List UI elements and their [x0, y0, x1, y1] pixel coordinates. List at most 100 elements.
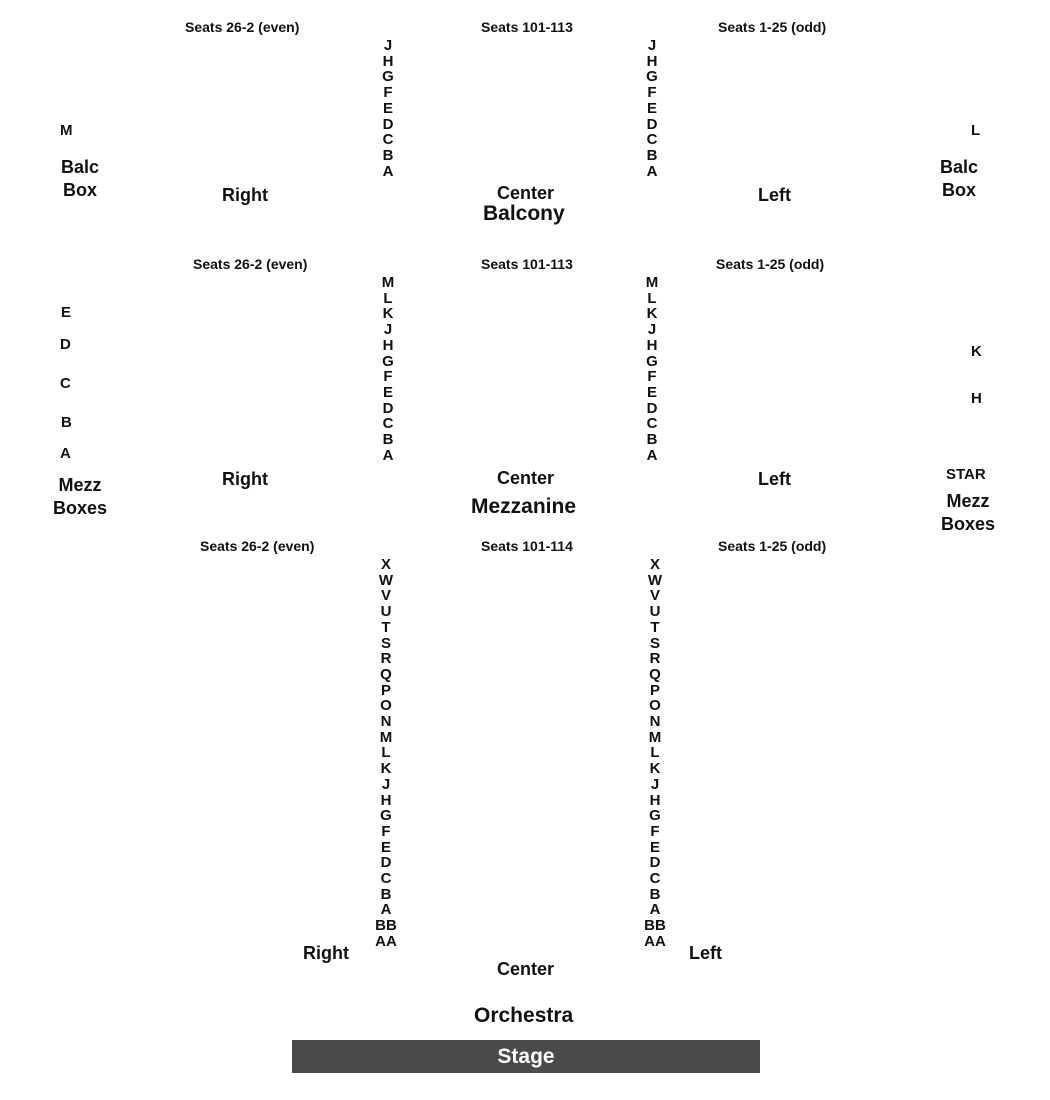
row-label[interactable]: R	[380, 650, 392, 668]
row-label[interactable]: S	[649, 634, 660, 652]
row-label[interactable]: H	[382, 52, 394, 70]
mezz-box-left-row-b[interactable]: B	[61, 414, 72, 431]
row-label[interactable]: K	[380, 760, 392, 778]
row-label[interactable]: C	[382, 415, 394, 433]
row-label[interactable]: F	[647, 84, 657, 102]
row-label[interactable]: P	[649, 681, 660, 699]
mezzanine-left-section[interactable]: Left	[758, 469, 791, 489]
row-label[interactable]: B	[646, 146, 658, 164]
row-label[interactable]: A	[649, 901, 661, 919]
row-label[interactable]: G	[649, 807, 661, 825]
row-label[interactable]: C	[646, 131, 658, 149]
row-label[interactable]: L	[383, 289, 393, 307]
row-label[interactable]: J	[381, 775, 391, 793]
row-label[interactable]: M	[379, 728, 393, 746]
row-label[interactable]: V	[380, 587, 391, 605]
row-label[interactable]: C	[380, 870, 392, 888]
row-label[interactable]: E	[649, 838, 660, 856]
row-label[interactable]: C	[649, 870, 661, 888]
row-label[interactable]: U	[380, 603, 392, 621]
row-label[interactable]: D	[646, 115, 658, 133]
row-label[interactable]: G	[382, 352, 394, 370]
balcony-right-section[interactable]: Right	[222, 185, 268, 205]
row-label[interactable]: J	[650, 775, 660, 793]
row-label[interactable]: Q	[380, 665, 392, 683]
mezz-box-right-row-star[interactable]: STAR	[946, 466, 986, 483]
mezz-boxes-right[interactable]: Mezz Boxes	[938, 490, 998, 536]
row-label[interactable]: E	[646, 383, 657, 401]
row-label[interactable]: BB	[375, 917, 397, 935]
row-label[interactable]: J	[383, 321, 393, 339]
row-label[interactable]: D	[649, 854, 661, 872]
balcony-left-section[interactable]: Left	[758, 185, 791, 205]
row-label[interactable]: D	[646, 399, 658, 417]
row-label[interactable]: L	[381, 744, 391, 762]
row-label[interactable]: O	[649, 697, 661, 715]
row-label[interactable]: M	[648, 728, 662, 746]
row-label[interactable]: M	[381, 274, 395, 291]
row-label[interactable]: R	[649, 650, 661, 668]
row-label[interactable]: B	[649, 885, 661, 903]
row-label[interactable]: N	[649, 713, 661, 731]
row-label[interactable]: T	[381, 618, 391, 636]
mezzanine-center-section[interactable]: Center	[497, 468, 555, 488]
row-label[interactable]: L	[650, 744, 660, 762]
row-label[interactable]: J	[383, 37, 393, 54]
row-label[interactable]: P	[380, 681, 391, 699]
row-label[interactable]: W	[378, 571, 394, 589]
row-label[interactable]: G	[382, 68, 394, 86]
row-label[interactable]: H	[646, 336, 658, 354]
row-label[interactable]: B	[646, 431, 658, 449]
row-label[interactable]: X	[380, 556, 391, 573]
row-label[interactable]: K	[646, 305, 658, 323]
balcony-box-left[interactable]: Balc Box	[58, 156, 102, 202]
row-label[interactable]: A	[646, 446, 658, 464]
mezz-boxes-left[interactable]: Mezz Boxes	[50, 474, 110, 520]
row-label[interactable]: X	[649, 556, 660, 573]
orchestra-right-section[interactable]: Right	[303, 943, 349, 963]
row-label[interactable]: N	[380, 713, 392, 731]
row-label[interactable]: L	[647, 289, 657, 307]
mezzanine-right-section[interactable]: Right	[222, 469, 268, 489]
row-label[interactable]: A	[380, 901, 392, 919]
row-label[interactable]: F	[650, 822, 660, 840]
balcony-box-right[interactable]: Balc Box	[937, 156, 981, 202]
row-label[interactable]: J	[647, 321, 657, 339]
row-label[interactable]: B	[382, 431, 394, 449]
mezz-box-left-row-e[interactable]: E	[61, 304, 72, 321]
row-label[interactable]: BB	[644, 917, 666, 935]
row-label[interactable]: Q	[649, 665, 661, 683]
row-label[interactable]: A	[646, 162, 658, 180]
row-label[interactable]: W	[647, 571, 663, 589]
row-label[interactable]: F	[647, 368, 657, 386]
row-label[interactable]: H	[646, 52, 658, 70]
row-label[interactable]: T	[650, 618, 660, 636]
orchestra-left-section[interactable]: Left	[689, 943, 722, 963]
row-label[interactable]: O	[380, 697, 392, 715]
row-label[interactable]: E	[646, 99, 657, 117]
row-label[interactable]: A	[382, 446, 394, 464]
row-label[interactable]: D	[382, 399, 394, 417]
row-label[interactable]: D	[380, 854, 392, 872]
orchestra-center-section[interactable]: Center	[497, 959, 555, 979]
row-label[interactable]: M	[645, 274, 659, 291]
row-label[interactable]: G	[646, 68, 658, 86]
row-label[interactable]: G	[380, 807, 392, 825]
row-label[interactable]: E	[382, 99, 393, 117]
row-label[interactable]: K	[382, 305, 394, 323]
row-label[interactable]: C	[382, 131, 394, 149]
row-label[interactable]: AA	[644, 932, 666, 950]
row-label[interactable]: B	[380, 885, 392, 903]
row-label[interactable]: E	[380, 838, 391, 856]
row-label[interactable]: C	[646, 415, 658, 433]
row-label[interactable]: F	[381, 822, 391, 840]
row-label[interactable]: H	[382, 336, 394, 354]
row-label[interactable]: A	[382, 162, 394, 180]
row-label[interactable]: E	[382, 383, 393, 401]
mezz-box-right-row-h[interactable]: H	[971, 390, 982, 407]
row-label[interactable]: S	[380, 634, 391, 652]
row-label[interactable]: U	[649, 603, 661, 621]
mezz-box-left-row-c[interactable]: C	[60, 375, 71, 392]
row-label[interactable]: AA	[375, 932, 397, 950]
row-label[interactable]: V	[649, 587, 660, 605]
